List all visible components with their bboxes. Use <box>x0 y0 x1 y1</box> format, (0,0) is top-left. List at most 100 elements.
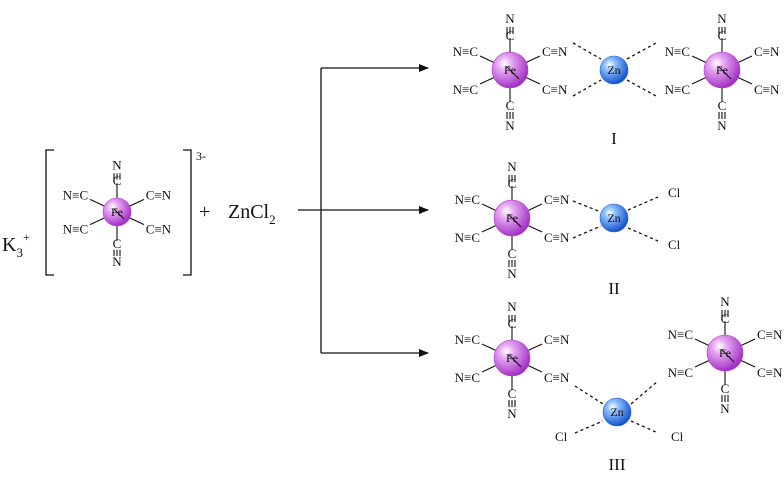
zinc-center: Zn <box>599 203 629 233</box>
iron-atom-label: Fe <box>506 211 518 225</box>
cyanide-nitrogen: N <box>507 406 517 421</box>
zn-bridge-bond <box>572 225 602 239</box>
chloride-ligand: Cl <box>668 237 681 252</box>
zn-cl-bond <box>630 420 659 434</box>
cyanide-ligand: N≡C <box>455 332 480 347</box>
cyanide-carbon: C <box>718 28 727 43</box>
fe-c-bond <box>508 214 522 228</box>
cyanide-ligand: C≡N <box>544 192 570 207</box>
cyanide-carbon: C <box>113 236 122 251</box>
cyanide-ligand: C≡N <box>544 370 570 385</box>
cyanide-nitrogen: N <box>507 266 517 281</box>
iron-atom-label: Fe <box>111 205 123 219</box>
zinc-atom-sphere <box>599 203 629 233</box>
left-bracket <box>45 149 54 276</box>
cyanide-carbon: C <box>508 386 517 401</box>
zinc-atom-label: Zn <box>607 211 620 225</box>
cyanide-nitrogen: N <box>505 118 515 133</box>
cyanide-ligand: C≡N <box>757 365 783 380</box>
fe-c-bond <box>721 349 735 363</box>
cyanide-carbon: C <box>508 246 517 261</box>
cyanide-ligand: C≡N <box>754 44 780 59</box>
chloride-ligand: Cl <box>555 429 568 444</box>
cyanide-carbon: C <box>506 28 515 43</box>
cyanide-nitrogen: N <box>507 159 517 174</box>
zinc-atom-sphere <box>599 55 629 85</box>
zinc-atom-label: Zn <box>610 405 623 419</box>
cyanide-ligand: N≡C <box>453 82 478 97</box>
cyanide-nitrogen: N <box>112 254 122 269</box>
zinc-center: Zn <box>599 55 629 85</box>
fe-c-bond <box>508 354 522 368</box>
cyanide-carbon: C <box>113 173 122 188</box>
iron-atom-label: Fe <box>504 63 516 77</box>
cyanide-ligand: C≡N <box>542 44 568 59</box>
product-label-ii: II <box>608 279 620 298</box>
cyanide-carbon: C <box>506 98 515 113</box>
cyanide-nitrogen: N <box>720 401 730 416</box>
reaction-arrows <box>298 64 429 357</box>
cyanide-nitrogen: N <box>505 11 515 26</box>
cyanide-ligand: C≡N <box>542 82 568 97</box>
cyanide-ligand: C≡N <box>544 332 570 347</box>
cyanide-nitrogen: N <box>507 299 517 314</box>
cyanide-ligand: N≡C <box>455 370 480 385</box>
zn-bridge-bond <box>572 200 602 213</box>
zn-bridge-bond <box>630 380 659 405</box>
cyanide-ligand: N≡C <box>668 365 693 380</box>
right-bracket <box>183 149 192 276</box>
complex-charge: 3- <box>196 149 206 163</box>
zn-bridge-bond <box>626 42 657 60</box>
chloride-ligand: Cl <box>671 429 684 444</box>
zinc-atom-label: Zn <box>607 63 620 77</box>
zn-bridge-bond <box>574 385 604 405</box>
fe-c-bond <box>113 208 125 220</box>
cyanide-carbon: C <box>508 316 517 331</box>
plus-sign: + <box>199 201 210 223</box>
chloride-ligand: Cl <box>668 185 681 200</box>
zn-bridge-bond <box>572 42 602 60</box>
cyanide-ligand: N≡C <box>63 222 88 237</box>
cyanide-ligand: N≡C <box>665 44 690 59</box>
cyanide-ligand: C≡N <box>146 187 172 202</box>
zinc-chloride: ZnCl2 <box>228 201 276 227</box>
cyanide-ligand: N≡C <box>63 187 88 202</box>
zinc-center: Zn <box>602 397 632 427</box>
counter-ion-k: K3+ <box>2 230 30 260</box>
zn-cl-bond <box>627 227 659 242</box>
cyanide-nitrogen: N <box>717 11 727 26</box>
cyanide-ligand: N≡C <box>455 230 480 245</box>
cyanide-carbon: C <box>721 381 730 396</box>
fe-c-bond <box>718 66 732 80</box>
product-label-i: I <box>611 129 617 148</box>
cyanide-ligand: N≡C <box>453 44 478 59</box>
cyanide-nitrogen: N <box>720 294 730 309</box>
cyanide-ligand: C≡N <box>757 327 783 342</box>
cyanide-nitrogen: N <box>717 118 727 133</box>
fe-c-bond <box>506 66 520 80</box>
iron-atom-label: Fe <box>716 63 728 77</box>
zn-bridge-bond <box>572 79 602 97</box>
zn-cl-bond <box>574 420 604 434</box>
cyanide-carbon: C <box>721 311 730 326</box>
cyanide-ligand: C≡N <box>146 222 172 237</box>
iron-atom-label: Fe <box>506 351 518 365</box>
cyanide-carbon: C <box>718 98 727 113</box>
cyanide-ligand: N≡C <box>668 327 693 342</box>
cyanide-nitrogen: N <box>112 158 122 173</box>
zn-bridge-bond <box>626 79 657 97</box>
zn-cl-bond <box>627 196 659 211</box>
product-label-iii: III <box>609 455 626 474</box>
cyanide-carbon: C <box>508 176 517 191</box>
